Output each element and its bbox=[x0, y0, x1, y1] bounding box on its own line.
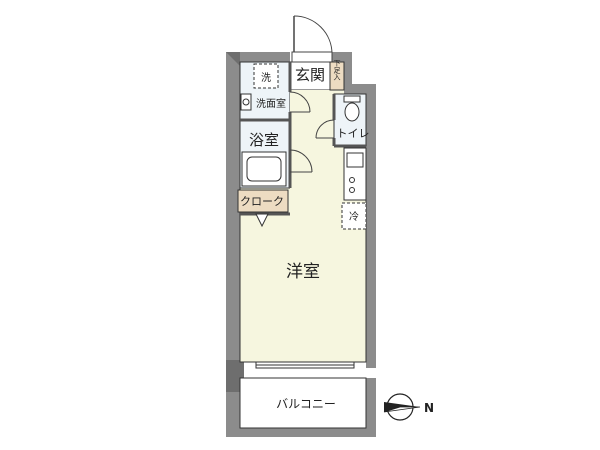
right-wall bbox=[366, 84, 376, 368]
washroom-label: 洗面室 bbox=[256, 97, 286, 110]
entrance-door[interactable] bbox=[291, 15, 333, 63]
fridge-label: 冷 bbox=[349, 210, 359, 223]
toilet-label: トイレ bbox=[337, 127, 370, 140]
stove-burner-icon bbox=[349, 187, 355, 193]
entrance-label: 玄関 bbox=[295, 66, 325, 84]
bottom-wall bbox=[226, 428, 376, 437]
stove-burner-icon bbox=[349, 177, 355, 183]
kitchen-counter bbox=[343, 147, 367, 201]
bathroom-door[interactable] bbox=[289, 149, 313, 173]
compass-north-label: N bbox=[424, 401, 434, 415]
washer-label: 洗 bbox=[261, 72, 271, 84]
balcony-label: バルコニー bbox=[276, 397, 336, 411]
bathroom-label: 浴室 bbox=[249, 131, 279, 149]
balcony-floor bbox=[239, 377, 367, 429]
left-wall bbox=[226, 52, 240, 437]
compass-icon bbox=[383, 393, 421, 421]
left-wall-bump-top bbox=[226, 52, 240, 66]
closet-door-marker bbox=[255, 213, 269, 228]
washroom-door[interactable] bbox=[289, 91, 311, 113]
closet-box bbox=[237, 189, 289, 213]
fridge-space bbox=[341, 202, 367, 230]
toilet-icon bbox=[343, 95, 361, 122]
bathtub-icon bbox=[241, 151, 287, 187]
balcony-right-rail bbox=[366, 378, 376, 437]
exterior-walls bbox=[226, 52, 376, 437]
shoe-box bbox=[329, 61, 345, 91]
western-room-label: 洋室 bbox=[286, 262, 320, 282]
toilet-door[interactable] bbox=[315, 119, 335, 139]
washer-space bbox=[253, 63, 279, 89]
closet-label: クローク bbox=[240, 195, 284, 208]
shoe-box-label: 下足入 bbox=[333, 60, 341, 81]
entrance-right-wall bbox=[344, 52, 352, 92]
top-wall-left bbox=[226, 52, 290, 62]
wash-basin-icon bbox=[240, 93, 252, 111]
balcony-window[interactable] bbox=[255, 361, 355, 369]
